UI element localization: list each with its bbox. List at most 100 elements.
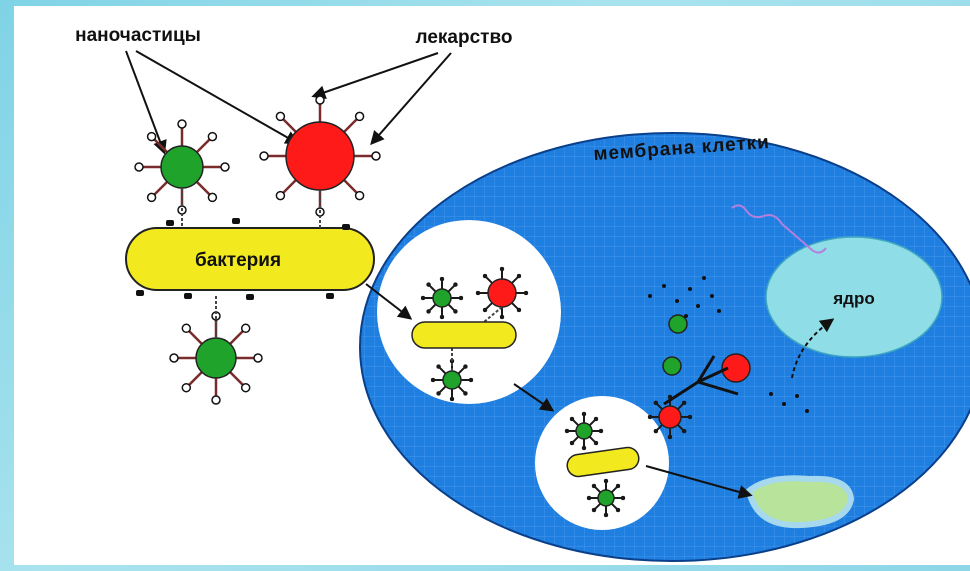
particle-core [196,338,236,378]
particle-ligand [682,429,686,433]
arrow-to-red-np [136,51,297,143]
particle-ligand [242,324,250,332]
vesicle-entry [377,220,561,404]
particle-ligand [616,508,620,512]
particle-ligand [254,354,262,362]
particle-ligand [604,513,608,517]
particle-ligand [621,496,625,500]
particle-ligand [182,324,190,332]
particle-ligand [594,441,598,445]
particle-ligand [565,429,569,433]
bacteria: бактерия [126,218,374,300]
particle-core [663,357,681,375]
particle-ligand [356,112,364,120]
particle-ligand [517,274,521,278]
nanoparticle-green-vesicle-3 [565,412,603,450]
particle-ligand [469,378,473,382]
diagram-canvas: ядро мембрана клетки наночастицы лекарст… [14,6,970,565]
particle-ligand [440,277,444,281]
particle-ligand [356,192,364,200]
nanoparticle-green-bottom [170,312,262,404]
nanoparticle-red-vesicle-1 [476,267,528,319]
particle-core [161,146,203,188]
particle-ligand [276,112,284,120]
particle-ligand [524,291,528,295]
particle-core [576,423,592,439]
nanoparticles-label: наночастицы [75,25,201,46]
particle-ligand [212,396,220,404]
diagram-svg: ядро мембрана клетки наночастицы лекарст… [14,6,970,565]
particle-core [659,406,681,428]
particle-ligand [668,435,672,439]
particle-ligand [431,378,435,382]
particle-ligand [242,384,250,392]
particle-core [433,289,451,307]
nanoparticle-green-vesicle-1 [421,277,463,319]
label-arrows [126,51,451,152]
particle-ligand [182,384,190,392]
particle-ligand [570,441,574,445]
particle-ligand [135,163,143,171]
particle-ligand [440,315,444,319]
particle-ligand [372,152,380,160]
particle-ligand [582,412,586,416]
particle-ligand [500,267,504,271]
particle-ligand [483,274,487,278]
particle-ligand [463,365,467,369]
particle-ligand [604,479,608,483]
particle-ligand [459,296,463,300]
particle-ligand [582,446,586,450]
particle-ligand [517,308,521,312]
particle-ligand [148,193,156,201]
particle-ligand [483,308,487,312]
particle-ligand [208,193,216,201]
nucleus: ядро [766,237,942,357]
particle-ligand [427,283,431,287]
particle-ligand [594,417,598,421]
nanoparticle-green-free-2 [663,357,681,375]
particle-ligand [148,133,156,141]
particle-ligand [421,296,425,300]
particle-ligand [260,152,268,160]
particle-ligand [208,133,216,141]
particle-ligand [500,315,504,319]
particle-ligand [592,484,596,488]
nucleus-label: ядро [832,289,874,308]
particle-ligand [654,429,658,433]
particle-ligand [221,163,229,171]
particle-core [488,279,516,307]
particle-ligand [276,192,284,200]
particle-core [286,122,354,190]
drug-label: лекарство [416,27,513,48]
particle-ligand [170,354,178,362]
particle-ligand [316,96,324,104]
particle-ligand [453,309,457,313]
particle-ligand [463,391,467,395]
particle-ligand [599,429,603,433]
particle-ligand [648,415,652,419]
nanoparticle-green-free-1 [669,315,687,333]
particle-ligand [616,484,620,488]
particle-core [598,490,614,506]
particle-ligand [437,365,441,369]
particle-ligand [682,401,686,405]
particle-ligand [688,415,692,419]
particle-ligand [178,120,186,128]
particle-core [669,315,687,333]
particle-ligand [476,291,480,295]
particle-ligand [453,283,457,287]
particle-ligand [450,397,454,401]
particle-ligand [570,417,574,421]
particle-ligand [437,391,441,395]
digested-residue [749,478,851,525]
arrow-to-green-np [126,51,164,152]
arrow-to-drug-right [372,53,451,143]
particle-ligand [592,508,596,512]
bacteria-label: бактерия [195,250,281,271]
particle-core [443,371,461,389]
particle-ligand [654,401,658,405]
bacteria-small-1 [412,322,516,348]
nanoparticle-green-vesicle-4 [587,479,625,517]
particle-ligand [427,309,431,313]
particle-ligand [587,496,591,500]
